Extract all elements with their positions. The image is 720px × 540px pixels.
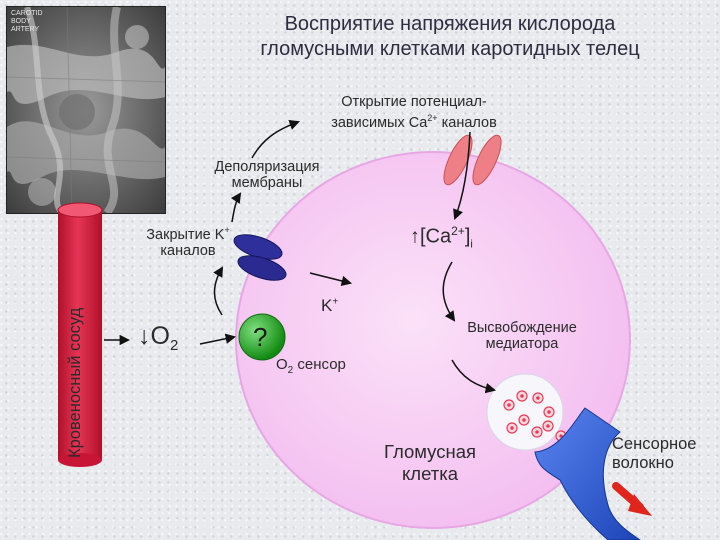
label-blood-vessel: Кровеносный сосуд	[66, 307, 84, 458]
sensory-fiber	[534, 407, 641, 540]
ca-open-line-2-text: зависимых Ca	[331, 114, 428, 131]
vesicle-core	[547, 410, 551, 414]
arrow-k-close-to-depol	[230, 192, 242, 223]
fiber-line-1: Сенсорное	[612, 435, 697, 453]
ca-open-line-2-sup: 2+	[427, 113, 438, 123]
label-k-ion: K+	[321, 296, 338, 316]
micrograph-texture	[7, 7, 165, 213]
k-ion-sup: +	[332, 296, 339, 308]
vesicle-core	[507, 403, 511, 407]
o2-sensor	[238, 313, 286, 361]
vesicle-core	[536, 396, 540, 400]
o2-decrease-sub: 2	[169, 337, 179, 354]
arrow-ca-open-to-ca-increase	[453, 131, 471, 220]
label-glomus-cell: Гломусная клетка	[360, 441, 500, 485]
depol-line-1: Деполяризация	[214, 159, 320, 175]
caption-line-3: ARTERY	[11, 26, 40, 33]
o2-decrease-text: O	[150, 322, 170, 350]
k-channel	[233, 234, 287, 281]
label-k-channel-closing: Закрытие K+ каналов	[118, 222, 258, 259]
ca-increase-text: [Ca	[420, 225, 452, 248]
release-line-1: Высвобождение	[467, 320, 577, 336]
title-line-1: Восприятие напряжения кислорода	[284, 13, 616, 35]
arrow-release-to-vesicles	[451, 359, 497, 394]
depol-line-2: мембраны	[231, 175, 303, 191]
blood-vessel	[57, 202, 103, 467]
diagram-title: Восприятие напряжения кислорода гломусны…	[180, 12, 720, 62]
vesicle-core	[535, 430, 539, 434]
arrow-k-efflux	[309, 272, 353, 287]
k-ion-text: K	[321, 296, 333, 315]
label-ca-channel-opening: Открытие потенциал- зависимых Ca2+ канал…	[300, 94, 528, 131]
label-sensor-question: ?	[253, 322, 268, 352]
caption-line-2: BODY	[11, 18, 31, 25]
label-mediator-release: Высвобождение медиатора	[442, 320, 602, 352]
o2-sensor-sub: 2	[287, 365, 294, 376]
label-sensory-fiber: Сенсорное волокно	[612, 435, 696, 473]
k-close-line-2: каналов	[160, 242, 216, 259]
o2-sensor-prefix: O	[276, 356, 288, 373]
k-close-line-1-text: Закрытие K	[146, 226, 225, 243]
arrow-o2-to-sensor	[199, 333, 237, 345]
caption-line-1: CAROTID	[11, 10, 43, 17]
arrow-ca-increase-to-release	[442, 261, 456, 322]
carotid-body-micrograph: CAROTID BODY ARTERY	[6, 6, 166, 214]
vesicle-core	[522, 418, 526, 422]
label-depolarization: Деполяризация мембраны	[182, 159, 352, 191]
micrograph-caption: CAROTID BODY ARTERY	[11, 10, 43, 34]
k-close-line-1: Закрытие K+	[118, 222, 258, 243]
o2-decrease-arrow: ↓	[138, 322, 151, 350]
fiber-signal-arrow	[612, 482, 652, 516]
vesicle-core	[520, 394, 524, 398]
ca-increase-sub: i	[470, 238, 473, 251]
vesicle-core	[510, 426, 514, 430]
k-close-line-1-sup: +	[224, 225, 230, 235]
label-o2-sensor: O2 сенсор	[276, 356, 346, 376]
label-ca-increase: ↑[Ca2+]i	[410, 224, 473, 251]
release-line-2: медиатора	[485, 336, 559, 352]
ca-open-line-1: Открытие потенциал-	[341, 94, 487, 110]
ca-increase-arrow: ↑	[410, 225, 420, 248]
vesicle-core	[546, 424, 550, 428]
vesicle-cluster	[486, 373, 567, 451]
title-line-2: гломусными клетками каротидных телец	[260, 38, 640, 60]
ca-open-line-2: зависимых Ca2+ каналов	[300, 110, 528, 131]
ca-open-line-2-suffix: каналов	[437, 114, 497, 131]
arrow-depol-to-ca-open	[251, 119, 300, 159]
ca-increase-sup: 2+	[451, 224, 465, 238]
glomus-line-1: Гломусная	[383, 441, 476, 462]
vesicle-core	[559, 434, 563, 438]
ca-increase-bracket: ]	[464, 225, 471, 248]
label-o2-decrease: ↓O2	[138, 322, 178, 354]
glomus-line-2: клетка	[401, 463, 459, 484]
o2-sensor-suffix: сенсор	[293, 356, 346, 373]
fiber-line-2: волокно	[612, 454, 674, 472]
arrow-to-k-close	[213, 266, 224, 316]
